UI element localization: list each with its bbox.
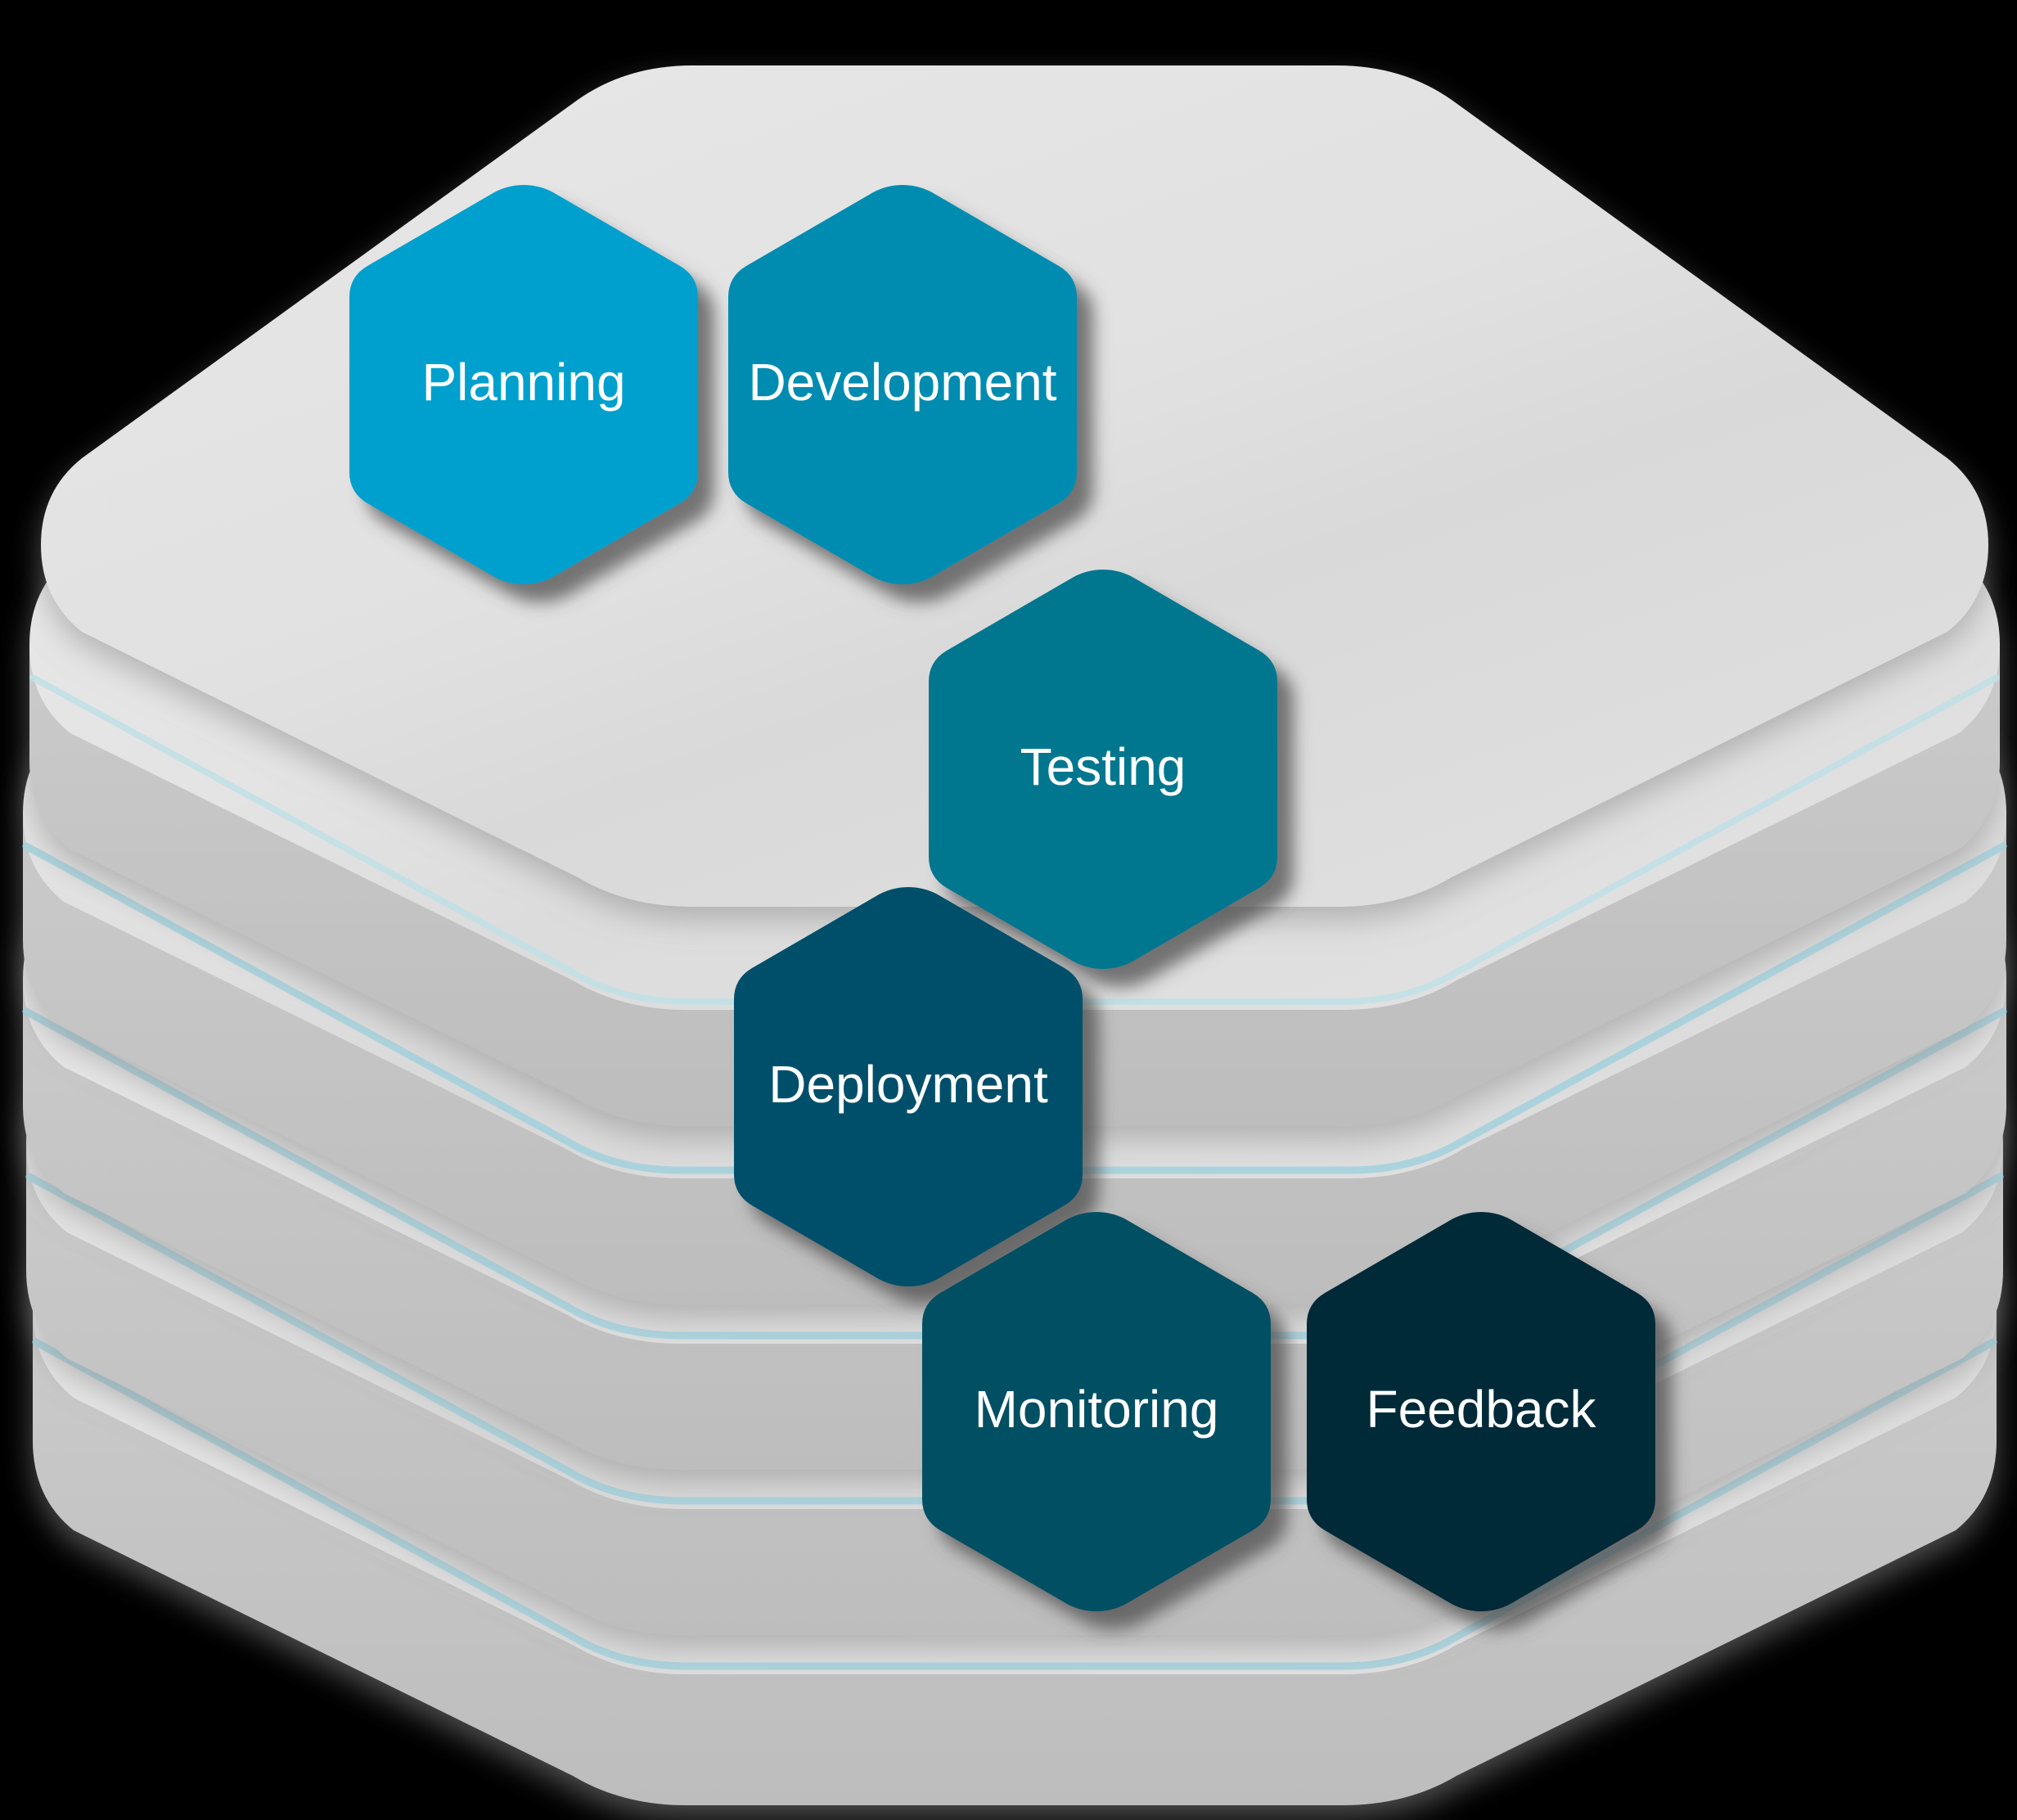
- hexagon-label-planning: Planning: [421, 353, 625, 412]
- hexagon-label-deployment: Deployment: [768, 1055, 1048, 1114]
- hexagon-group: Planning Development Testing Deployment …: [349, 185, 1655, 1611]
- hexagon-deployment[interactable]: [734, 887, 1083, 1286]
- hexagon-label-testing: Testing: [1020, 737, 1186, 796]
- hexagon-feedback[interactable]: [1307, 1212, 1655, 1611]
- hexagon-label-feedback: Feedback: [1366, 1380, 1596, 1439]
- hexagon-label-development: Development: [748, 353, 1056, 412]
- hexagon-monitoring[interactable]: [922, 1212, 1271, 1611]
- hexagon-planning[interactable]: [349, 185, 698, 584]
- hexagon-label-monitoring: Monitoring: [975, 1380, 1219, 1439]
- hexagon-testing[interactable]: [929, 570, 1277, 969]
- hexagon-development[interactable]: [728, 185, 1077, 584]
